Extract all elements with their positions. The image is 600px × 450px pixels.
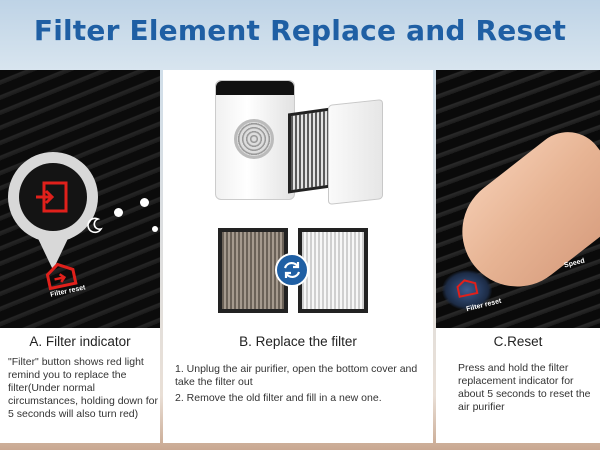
indicator-dot — [152, 226, 158, 232]
panel-reset: Filter reset Speed C.Reset Press and hol… — [436, 70, 600, 443]
page-title: Filter Element Replace and Reset — [33, 14, 567, 47]
panel-replace-filter: B. Replace the filter 1. Unplug the air … — [163, 70, 433, 443]
filter-reset-icon — [456, 279, 479, 298]
swap-icon — [275, 253, 309, 287]
button-glow — [442, 270, 492, 310]
fan-grille — [234, 119, 274, 159]
panel-filter-indicator: Filter reset A. Filter indicator "Filter… — [0, 70, 160, 443]
filter-indicator-icon — [36, 181, 68, 213]
panel-a-body: "Filter" button shows red light remind y… — [8, 356, 158, 420]
air-purifier-image — [215, 80, 295, 200]
title-bar — [0, 0, 600, 70]
panel-c-title: C.Reset — [493, 334, 543, 349]
indicator-dot — [114, 208, 123, 217]
panel-b-title: B. Replace the filter — [239, 334, 357, 349]
panel-a-title: A. Filter indicator — [29, 334, 131, 349]
bottom-cover-image — [328, 99, 383, 205]
callout-pin-tail — [33, 228, 73, 270]
panel-b-step-2: 2. Remove the old filter and fill in a n… — [175, 392, 382, 404]
new-filter-image — [298, 228, 368, 313]
panel-c-body: Press and hold the filter replacement in… — [458, 362, 591, 413]
panel-b-step-1: 1. Unplug the air purifier, open the bot… — [175, 363, 418, 388]
moon-icon — [87, 217, 103, 234]
indicator-dot — [140, 198, 149, 207]
purifier-top — [216, 81, 294, 95]
filter-reset-icon — [45, 262, 78, 291]
